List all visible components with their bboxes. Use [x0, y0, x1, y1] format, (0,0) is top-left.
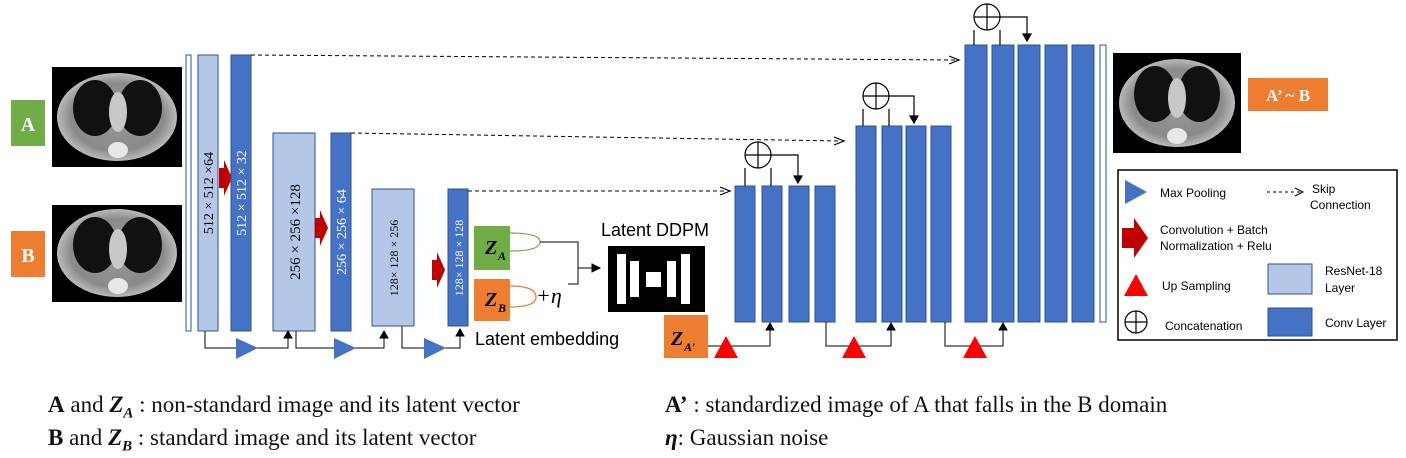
legend-conv-layer-label: Conv Layer	[1325, 316, 1386, 330]
caption-2-text: : standard image and its latent vector	[132, 425, 477, 450]
caption-2-b: B	[48, 425, 64, 450]
caption-line-3: A’ : standardized image of A that falls …	[665, 392, 1167, 418]
conv-arrow-2	[315, 210, 328, 246]
legend-conv-label-1: Convolution + Batch	[1160, 223, 1268, 237]
legend-skip-label-2: Connection	[1310, 198, 1371, 212]
resnet-layer-1	[197, 54, 219, 332]
input-a-label: A	[21, 114, 36, 136]
legend-concatenation-icon	[1124, 310, 1148, 334]
resnet-layer-2-label: 256 × 256 ×128	[288, 184, 304, 280]
resnet-layer-3-label: 128× 128 × 256	[387, 220, 401, 297]
input-bar	[185, 54, 192, 332]
caption-line-1: A and ZA : non-standard image and its la…	[48, 392, 520, 423]
output-label: A’ ~ B	[1266, 86, 1310, 105]
caption-line-2: B and ZB : standard image and its latent…	[48, 425, 476, 456]
latent-join-lines	[540, 241, 602, 285]
legend-up-sampling-label: Up Sampling	[1162, 279, 1231, 293]
caption-1-and: and	[64, 392, 110, 417]
legend-resnet-label-1: ResNet-18	[1325, 264, 1383, 278]
legend-box	[1117, 169, 1398, 341]
za-connector-curve	[509, 232, 541, 252]
caption-1-a: A	[48, 392, 65, 417]
legend-resnet-icon	[1267, 263, 1313, 295]
conv-layer-3-label: 128× 128 × 128	[452, 220, 466, 297]
caption-4-eta: η	[665, 425, 678, 450]
latent-zb-box: Z B	[474, 279, 510, 321]
conv-layer-2-label: 256 × 256 × 64	[335, 189, 350, 275]
up-sampling-icon-2	[842, 336, 866, 358]
legend: Max Pooling Skip Connection Convolution …	[1117, 169, 1398, 341]
input-b-label: B	[21, 245, 34, 267]
up-sampling-connector-2	[825, 321, 896, 347]
decoder-stage-1	[734, 185, 836, 323]
resnet-layer-3	[371, 188, 415, 327]
max-pooling-icon-1	[236, 338, 258, 359]
latent-zb-label: Z	[484, 289, 497, 311]
conv-layer-3	[447, 188, 469, 327]
legend-conv-layer-icon	[1267, 307, 1313, 337]
max-pooling-icon-2	[334, 338, 356, 359]
legend-resnet-label-2: Layer	[1325, 281, 1355, 295]
caption-line-4: η: Gaussian noise	[665, 425, 828, 451]
legend-conv-label-2: Normalization + Relu	[1160, 239, 1272, 253]
latent-za-label: Z	[484, 237, 497, 259]
zb-connector-curve	[509, 285, 537, 308]
caption-2-sub: B	[122, 438, 133, 455]
concatenation-icon-1	[744, 141, 804, 186]
ct-scan-b-image	[52, 205, 182, 302]
conv-layer-1-label: 512 × 512 × 32	[235, 150, 250, 236]
concatenation-icon-2	[862, 82, 920, 126]
legend-concatenation-label: Concatenation	[1165, 319, 1242, 333]
skip-connection-3	[468, 186, 732, 196]
latent-za-prime-box: Z A′	[664, 315, 708, 358]
latent-za-box: Z A	[474, 226, 510, 270]
skip-connection-2	[350, 132, 846, 146]
legend-conv-arrow-icon	[1122, 218, 1148, 258]
up-sampling-icon-3	[963, 336, 987, 358]
ct-scan-a-image	[52, 67, 182, 167]
legend-max-pooling-label: Max Pooling	[1160, 186, 1226, 200]
caption-3-a: A’	[665, 392, 688, 417]
conv-arrow-3	[432, 252, 445, 288]
decoder-stage-2	[855, 125, 952, 323]
latent-za-prime-label: Z	[670, 328, 683, 350]
latent-embedding-label: Latent embedding	[475, 329, 619, 349]
caption-1-sub: A	[123, 405, 134, 422]
caption-1-text: : non-standard image and its latent vect…	[133, 392, 520, 417]
skip-connection-1	[250, 54, 961, 65]
decoder-stage-3	[964, 44, 1107, 323]
latent-za-sub: A	[497, 249, 506, 263]
legend-max-pooling-icon	[1125, 180, 1147, 204]
up-sampling-icon-1	[714, 336, 738, 358]
input-b-badge: B	[11, 231, 45, 277]
latent-ddpm-title: Latent DDPM	[601, 220, 709, 240]
caption-2-and: and	[63, 425, 109, 450]
noise-label: +η	[536, 283, 562, 308]
resnet-layer-2	[272, 132, 316, 332]
caption-2-z: Z	[108, 425, 123, 450]
latent-zb-sub: B	[497, 301, 506, 315]
legend-up-sampling-icon	[1124, 274, 1148, 296]
legend-skip-label-1: Skip	[1312, 182, 1336, 196]
latent-ddpm-block	[608, 246, 705, 312]
output-badge: A’ ~ B	[1248, 78, 1328, 111]
caption-1-z: Z	[109, 392, 124, 417]
conv-layer-2	[330, 132, 352, 332]
conv-layer-1	[230, 54, 252, 332]
concatenation-icon-3	[973, 3, 1033, 45]
caption-4-text: : Gaussian noise	[677, 425, 829, 450]
resnet-layer-1-label: 512 × 512 ×64	[202, 152, 217, 234]
ct-scan-output-image	[1113, 53, 1241, 153]
conv-arrow-1	[219, 160, 232, 196]
input-a-badge: A	[11, 100, 45, 146]
caption-3-text: : standardized image of A that falls in …	[687, 392, 1168, 417]
max-pooling-icon-3	[424, 338, 446, 359]
up-sampling-connector-1	[708, 321, 775, 347]
latent-za-prime-sub: A′	[683, 340, 695, 354]
